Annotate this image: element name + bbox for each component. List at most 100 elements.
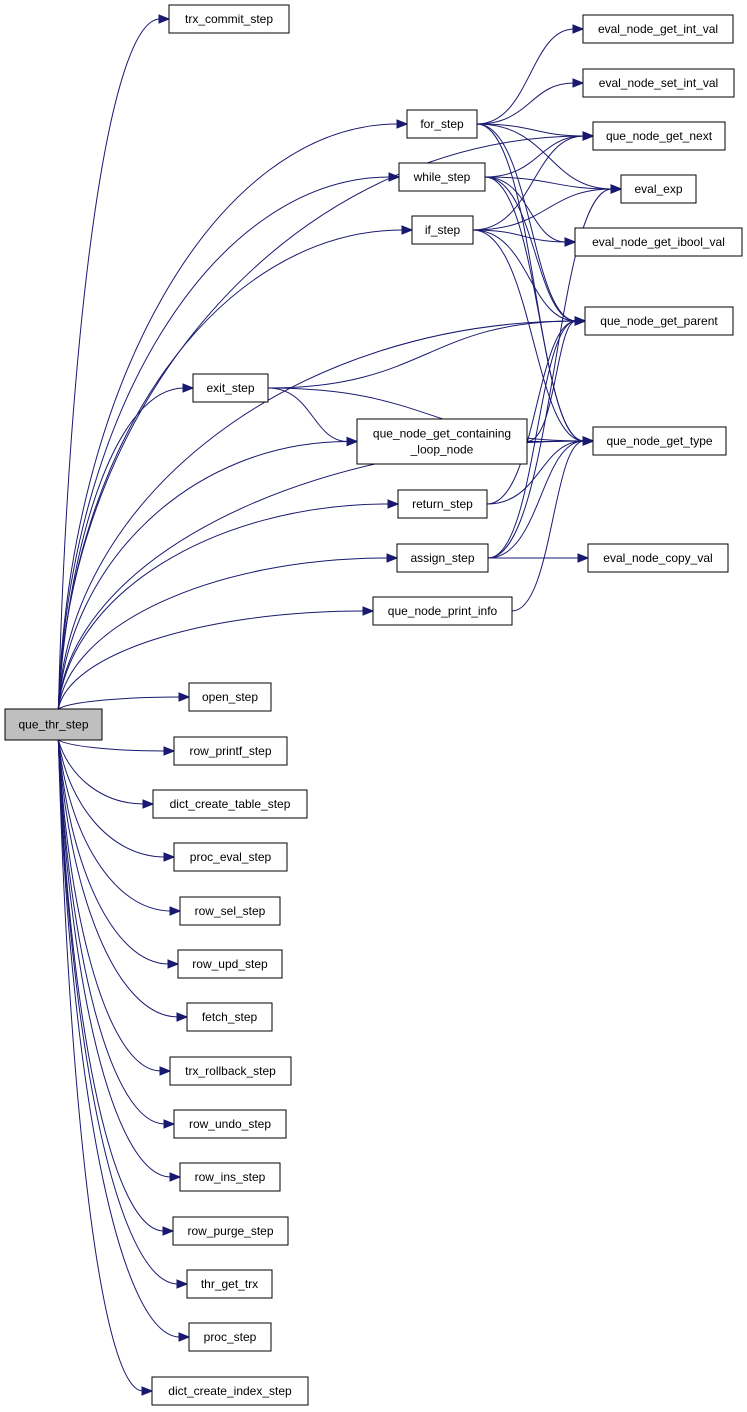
node-label: proc_step	[204, 1330, 257, 1344]
node-label: row_ins_step	[195, 1170, 266, 1184]
node-label: proc_eval_step	[190, 850, 272, 864]
node-proc-eval-step[interactable]: proc_eval_step	[173, 842, 288, 872]
arrowhead-for_step-to-eval_node_set_int_val	[572, 78, 585, 88]
edge-exit_step-to-que_node_get_type	[267, 387, 585, 442]
node-layer: que_thr_step trx_commit_step for_stepwhile…	[4, 4, 743, 1406]
node-row-sel-step[interactable]: row_sel_step	[179, 896, 281, 926]
edge-while_step-to-que_node_get_next	[484, 135, 585, 178]
edge-exit_step-to-que_node_get_parent	[267, 320, 577, 389]
edge-que_thr_step-to-return_step	[57, 503, 390, 710]
edge-que_thr_step-to-proc_step	[57, 739, 181, 1338]
node-label: dict_create_table_step	[170, 797, 291, 811]
edge-for_step-to-eval_exp	[476, 123, 613, 190]
node-que-node-get-next[interactable]: que_node_get_next	[592, 121, 726, 151]
node-que-thr-step[interactable]: que_thr_step	[4, 708, 103, 741]
node-while-step[interactable]: while_step	[398, 162, 486, 192]
node-box	[151, 1376, 309, 1406]
edge-que_thr_step-to-trx_commit_step	[57, 18, 161, 710]
arrowhead-que_thr_step-to-trx_rollback_step	[159, 1066, 172, 1076]
node-box	[173, 736, 288, 766]
node-eval-node-set-int-val[interactable]: eval_node_set_int_val	[582, 68, 735, 98]
edge-que_thr_step-to-dict_create_index_step	[57, 739, 144, 1392]
edge-que_thr_step-to-row_printf_step	[58, 739, 166, 752]
arrowhead-if_step-to-que_node_get_next	[582, 131, 595, 141]
edge-assign_step-to-que_node_get_parent	[487, 320, 577, 559]
arrowhead-que_thr_step-to-fetch_step	[176, 1012, 189, 1022]
edge-que_thr_step-to-fetch_step	[57, 739, 179, 1018]
node-label: assign_step	[410, 551, 474, 565]
node-eval-exp[interactable]: eval_exp	[620, 174, 697, 204]
node-if-step[interactable]: if_step	[411, 215, 474, 245]
edge-que_thr_step-to-exit_step	[57, 387, 185, 710]
node-eval-node-copy-val[interactable]: eval_node_copy_val	[587, 543, 729, 573]
edge-if_step-to-eval_exp	[472, 188, 613, 231]
edge-que_thr_step-to-que_node_get_containing_loop_node	[57, 441, 349, 710]
edge-exit_step-to-que_node_get_containing_loop_node	[267, 387, 349, 442]
node-label: eval_exp	[634, 182, 682, 196]
node-label: trx_rollback_step	[185, 1064, 276, 1078]
node-box	[152, 789, 308, 819]
node-label: que_node_get_parent	[600, 314, 718, 328]
node-label: open_step	[202, 690, 258, 704]
node-exit-step[interactable]: exit_step	[192, 373, 269, 403]
node-box	[587, 543, 729, 573]
node-for-step[interactable]: for_step	[406, 109, 478, 139]
node-label: que_thr_step	[18, 718, 88, 732]
node-que-node-print-info[interactable]: que_node_print_info	[372, 596, 513, 626]
node-que-node-get-containing-loop-node[interactable]: que_node_get_containing_loop_node	[356, 418, 528, 465]
edge-que_thr_step-to-while_step	[57, 176, 391, 710]
node-que-node-get-type[interactable]: que_node_get_type	[592, 426, 727, 456]
node-proc-step[interactable]: proc_step	[188, 1322, 272, 1352]
node-box	[179, 1162, 281, 1192]
node-row-ins-step[interactable]: row_ins_step	[179, 1162, 281, 1192]
edge-que_thr_step-to-assign_step	[57, 557, 389, 710]
node-box	[397, 489, 488, 519]
edge-assign_step-to-que_node_get_type	[487, 440, 585, 559]
node-que-node-get-parent[interactable]: que_node_get_parent	[584, 306, 734, 336]
arrowhead-que_thr_step-to-thr_get_trx	[176, 1279, 189, 1289]
node-box	[186, 1002, 273, 1032]
edge-que_thr_step-to-que_node_print_info	[57, 610, 365, 710]
node-box	[177, 949, 283, 979]
node-label: trx_commit_step	[185, 12, 273, 26]
node-eval-node-get-int-val[interactable]: eval_node_get_int_val	[582, 14, 734, 44]
node-label: que_node_get_containing	[373, 427, 511, 441]
node-box	[188, 682, 272, 712]
node-label: for_step	[420, 117, 464, 131]
arrowhead-que_node_print_info-to-que_node_get_type	[582, 436, 595, 446]
edge-que_thr_step-to-dict_create_table_step	[57, 739, 145, 805]
node-box	[179, 896, 281, 926]
node-row-purge-step[interactable]: row_purge_step	[172, 1216, 289, 1246]
arrowhead-que_thr_step-to-row_printf_step	[163, 746, 176, 756]
arrowhead-que_thr_step-to-row_upd_step	[167, 959, 180, 969]
edge-que_node_print_info-to-que_node_get_type	[511, 440, 585, 612]
edge-que_thr_step-to-que_node_get_type	[57, 440, 585, 710]
node-eval-node-get-ibool-val[interactable]: eval_node_get_ibool_val	[574, 227, 743, 257]
node-label: exit_step	[206, 381, 254, 395]
edge-que_thr_step-to-que_node_get_parent	[57, 320, 577, 710]
node-thr-get-trx[interactable]: thr_get_trx	[186, 1269, 273, 1299]
node-assign-step[interactable]: assign_step	[396, 543, 489, 573]
node-row-upd-step[interactable]: row_upd_step	[177, 949, 283, 979]
edge-que_thr_step-to-row_ins_step	[57, 739, 172, 1178]
arrowhead-que_thr_step-to-proc_step	[178, 1332, 191, 1342]
arrowhead-que_thr_step-to-dict_create_table_step	[142, 799, 155, 809]
arrowhead-for_step-to-eval_node_get_int_val	[572, 24, 585, 34]
node-label: que_node_get_type	[606, 434, 712, 448]
node-dict-create-index-step[interactable]: dict_create_index_step	[151, 1376, 309, 1406]
node-row-undo-step[interactable]: row_undo_step	[173, 1109, 287, 1139]
node-trx-rollback-step[interactable]: trx_rollback_step	[169, 1056, 292, 1086]
node-fetch-step[interactable]: fetch_step	[186, 1002, 273, 1032]
edge-while_step-to-que_node_get_parent	[484, 176, 577, 322]
node-box	[398, 162, 486, 192]
edge-que_thr_step-to-row_upd_step	[57, 739, 170, 965]
node-label: thr_get_trx	[201, 1277, 258, 1291]
node-box	[406, 109, 478, 139]
node-row-printf-step[interactable]: row_printf_step	[173, 736, 288, 766]
node-trx-commit-step[interactable]: trx_commit_step	[168, 4, 290, 34]
node-dict-create-table-step[interactable]: dict_create_table_step	[152, 789, 308, 819]
arrowhead-que_thr_step-to-dict_create_index_step	[141, 1386, 154, 1396]
node-open-step[interactable]: open_step	[188, 682, 272, 712]
node-return-step[interactable]: return_step	[397, 489, 488, 519]
node-label: fetch_step	[202, 1010, 258, 1024]
